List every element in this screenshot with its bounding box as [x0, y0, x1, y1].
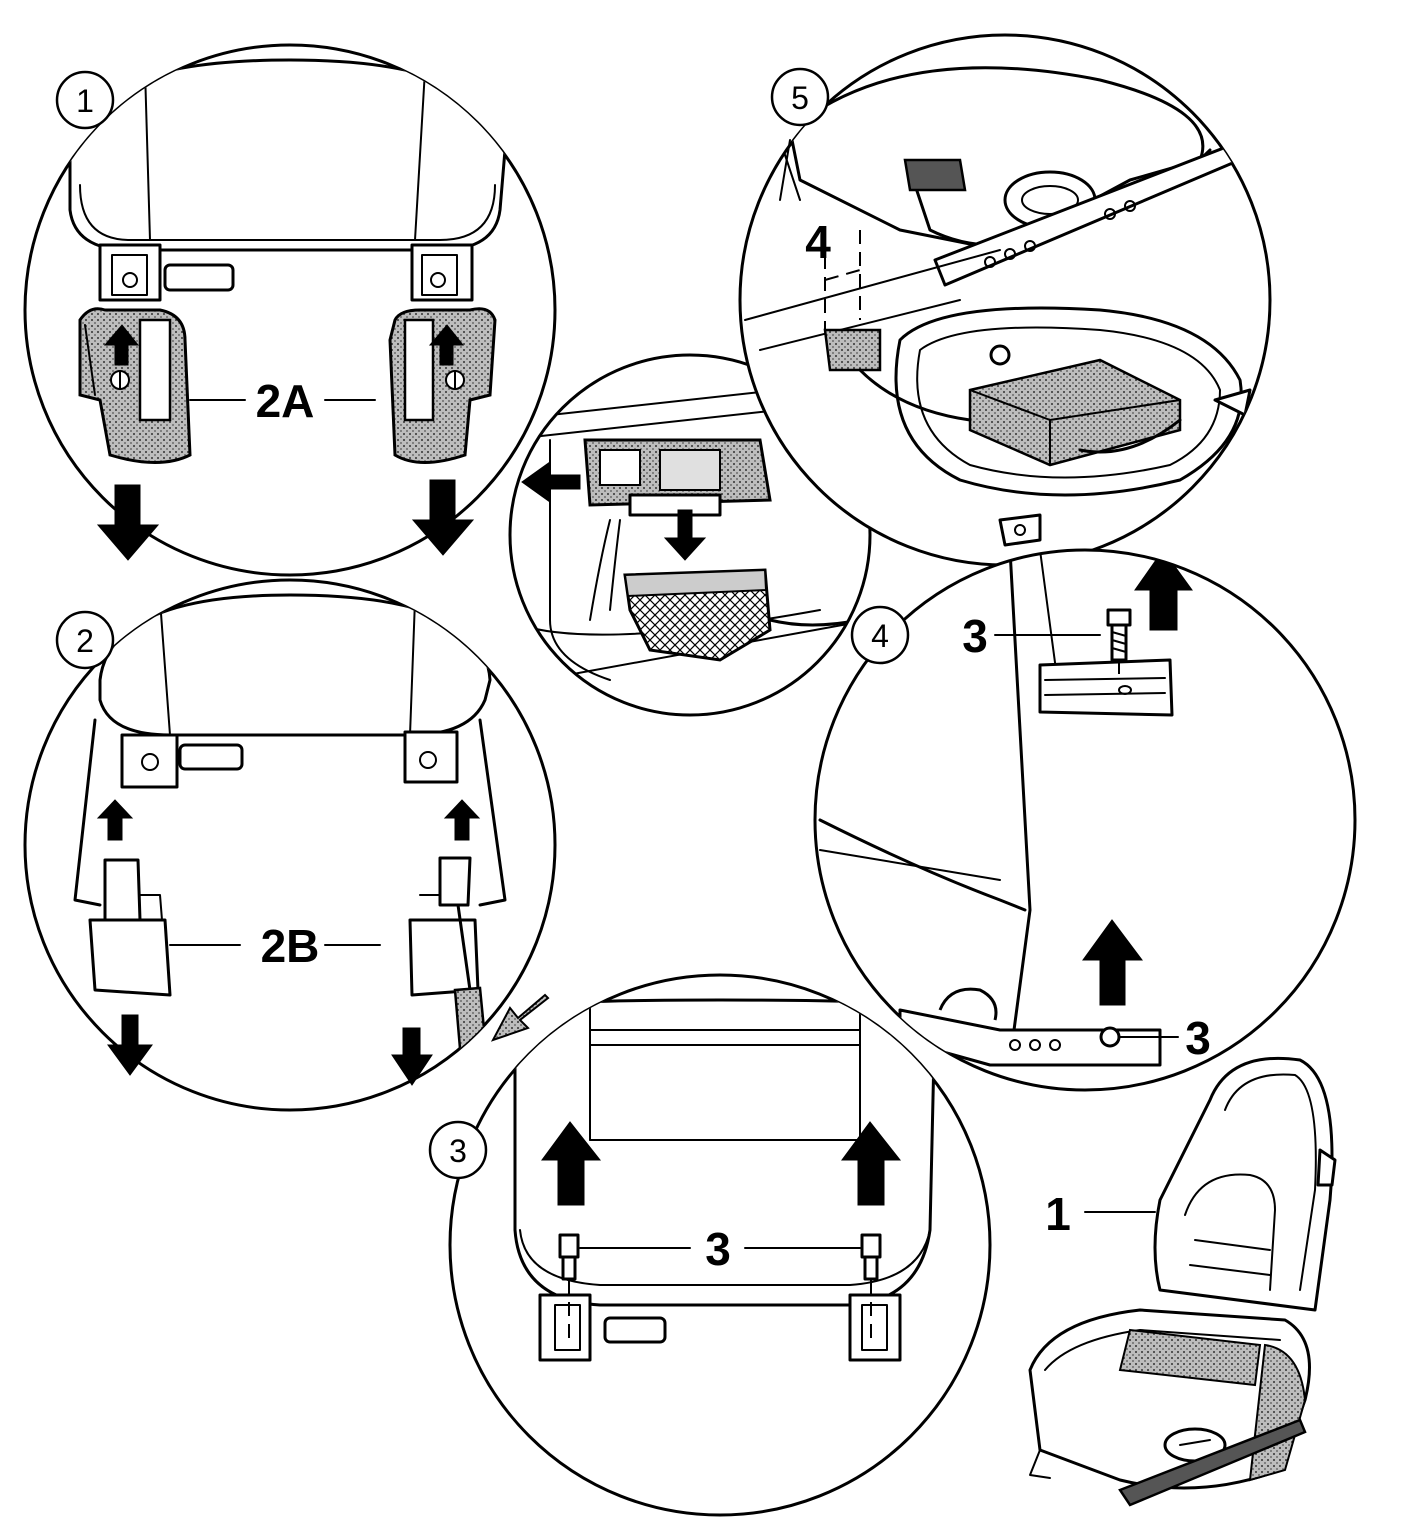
bolt-icon [1106, 608, 1132, 662]
step-badge-4: 4 [850, 605, 910, 665]
panel-step-5 [738, 33, 1272, 567]
svg-text:1: 1 [76, 83, 94, 119]
callout-3-rail-top: 3 [962, 610, 988, 662]
step-badge-3: 3 [428, 1120, 488, 1180]
trim-cover-lower-left [88, 858, 172, 997]
trim-cover-right [388, 307, 497, 464]
callout-3-rail-bottom: 3 [1185, 1012, 1211, 1064]
trim-cover-left [78, 307, 192, 464]
callout-2b: 2B [261, 920, 320, 972]
callout-4: 4 [805, 216, 831, 268]
panel-step-4 [813, 548, 1357, 1092]
bolt-right-icon [860, 1233, 882, 1281]
trim-cover-lower-right [408, 856, 480, 997]
svg-text:4: 4 [871, 618, 889, 654]
panel-step-2 [23, 578, 557, 1112]
panel-step-3 [448, 973, 992, 1517]
step-badge-1: 1 [55, 70, 115, 130]
svg-text:2: 2 [76, 623, 94, 659]
callout-2a: 2A [256, 375, 315, 427]
step-badge-2: 2 [55, 610, 115, 670]
svg-text:5: 5 [791, 80, 809, 116]
svg-text:3: 3 [449, 1133, 467, 1169]
callout-1-seat: 1 [1045, 1188, 1071, 1240]
panel-step-1 [23, 43, 557, 577]
bolt-left-icon [558, 1233, 580, 1281]
step-badge-5: 5 [770, 67, 830, 127]
callout-3-backrest: 3 [705, 1223, 731, 1275]
connector-detail-panel [508, 353, 872, 717]
complete-seat-illustration [1028, 1056, 1337, 1507]
